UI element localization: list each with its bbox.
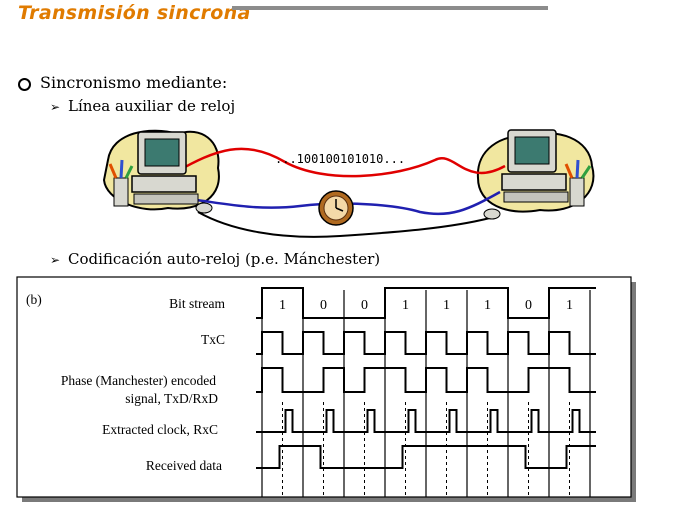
row-label-encoded-1: Phase (Manchester) encoded (61, 373, 216, 388)
bullet-text: Sincronismo mediante: (40, 73, 228, 92)
right-computer-icon (483, 129, 592, 220)
bit-value-label: 1 (402, 298, 409, 313)
data-stream-label: ...100100101010... (275, 152, 405, 166)
timing-diagram: (b) Bit stream TxC Phase (Manchester) en… (16, 276, 636, 502)
data-line (175, 147, 506, 178)
manchester-wave (256, 367, 596, 393)
bit-value-label: 0 (320, 298, 327, 313)
sub-item-clock-line: Línea auxiliar de reloj (68, 97, 236, 115)
sub-item-manchester: Codificación auto-reloj (p.e. Mánchester… (68, 250, 381, 268)
ground-line (197, 211, 491, 238)
bit-value-label: 1 (566, 298, 573, 313)
arrow-bullet-icon: ➢ (50, 100, 61, 114)
bit-stream-wave (256, 287, 596, 319)
slide-title: Transmisión sincrona (18, 2, 251, 24)
panel-label: (b) (26, 292, 42, 307)
row-label-txc: TxC (201, 332, 225, 347)
row-label-rxc: Extracted clock, RxC (102, 422, 218, 437)
row-label-bit-stream: Bit stream (169, 296, 225, 311)
bit-value-label: 1 (443, 298, 450, 313)
clock-line (177, 190, 501, 216)
clock-icon (318, 190, 354, 226)
circle-bullet-icon (18, 78, 31, 91)
left-computer-icon (108, 131, 213, 214)
bit-labels: 1 0 0 1 1 1 0 1 (279, 298, 573, 313)
received-data-wave (256, 445, 596, 469)
bit-value-label: 1 (484, 298, 491, 313)
txc-wave (256, 331, 596, 355)
title-divider (232, 6, 548, 10)
waveforms (256, 287, 596, 497)
bit-value-label: 1 (279, 298, 286, 313)
arrow-bullet-icon: ➢ (50, 253, 61, 267)
bit-value-label: 0 (525, 298, 532, 313)
row-label-received: Received data (146, 458, 222, 473)
row-label-encoded-2: signal, TxD/RxD (125, 391, 218, 406)
bit-value-label: 0 (361, 298, 368, 313)
rxc-wave (256, 409, 596, 433)
network-illustration: ...100100101010... (102, 129, 595, 238)
